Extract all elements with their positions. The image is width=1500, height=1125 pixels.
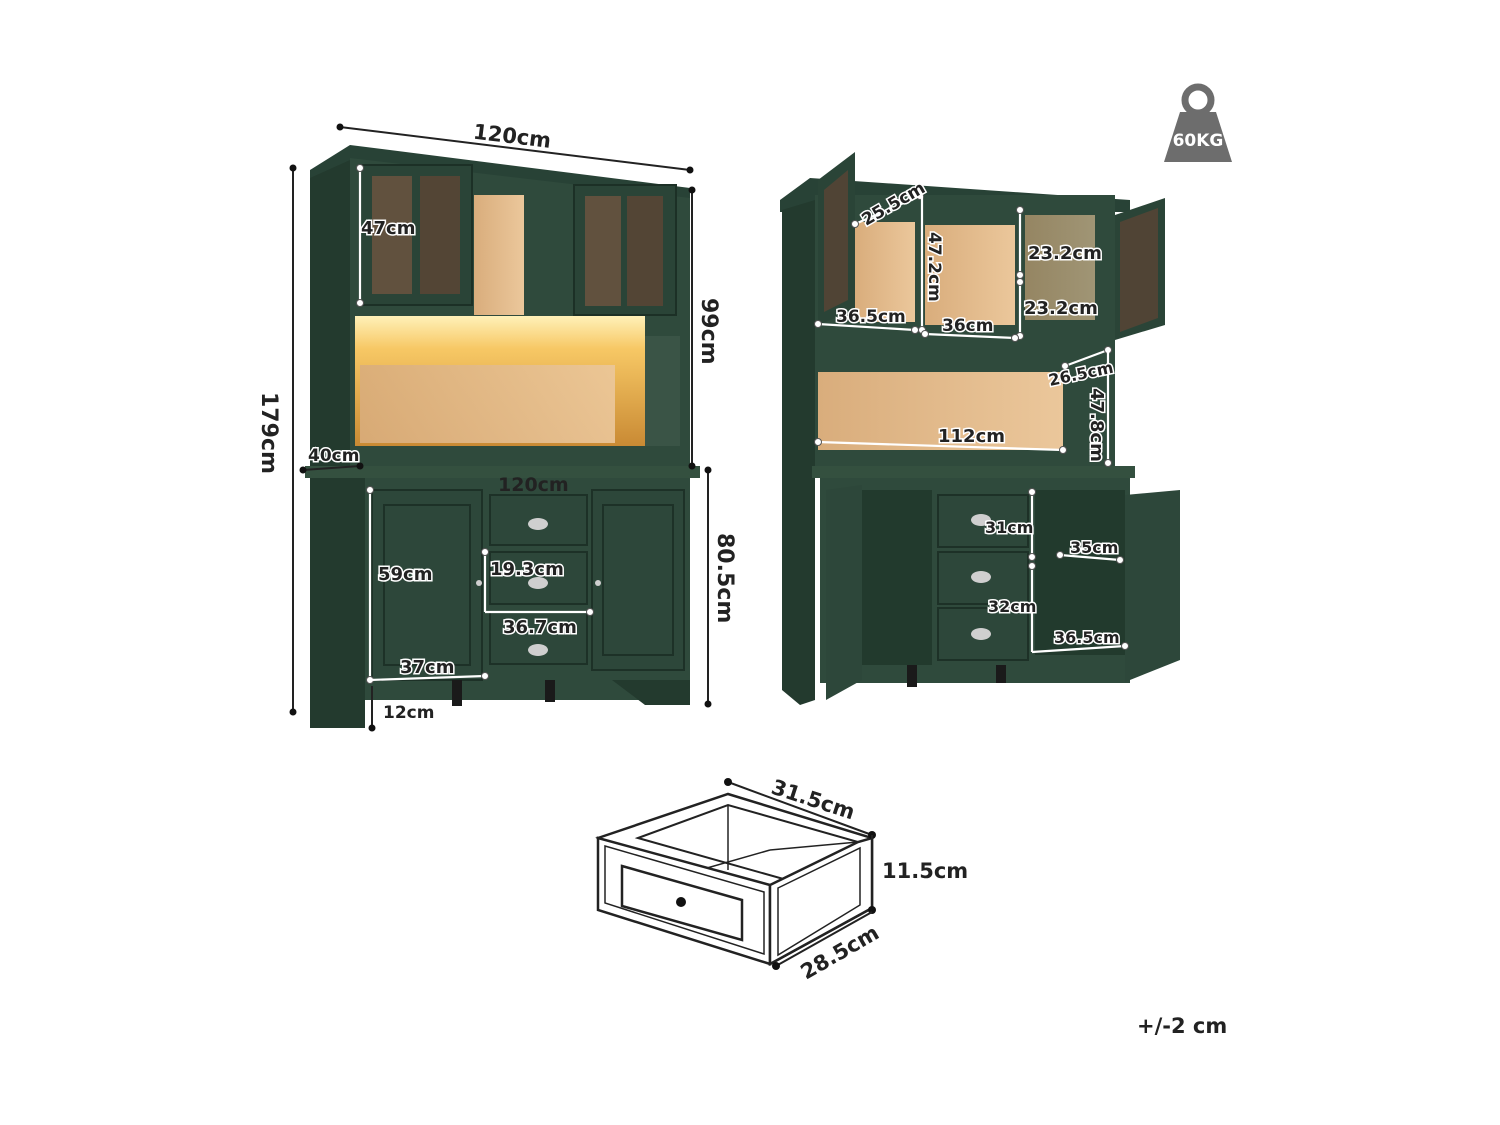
center-wood-panel <box>474 195 524 315</box>
label-shelf-height-a: 23.2cm <box>1028 243 1102 264</box>
drawer-handle-icon <box>971 514 991 526</box>
lower-door-right <box>591 489 685 671</box>
tolerance-note: +/-2 cm <box>1137 1014 1227 1038</box>
door-knob-icon <box>476 580 482 586</box>
label-compartment-height: 47.2cm <box>924 232 944 302</box>
leg <box>545 680 555 702</box>
base-plinth <box>612 680 690 705</box>
door-knob-icon <box>595 580 601 586</box>
drawer-handle-icon <box>528 518 548 530</box>
label-drawer-width: 36.7cm <box>503 617 577 638</box>
drawer-handle-icon <box>528 644 548 656</box>
label-leg-height: 12cm <box>383 703 434 723</box>
side-panel-upper <box>310 160 350 470</box>
drawer-handle-icon <box>971 628 991 640</box>
label-depth: 40cm <box>308 446 359 466</box>
label-drawer-height: 11.5cm <box>882 859 968 883</box>
label-door-width: 37cm <box>400 657 454 678</box>
label-cab-depth: 36.5cm <box>1054 628 1120 647</box>
front-view-cabinet <box>305 145 700 728</box>
label-door-height-top: 47cm <box>361 218 415 239</box>
label-open-width: 112cm <box>938 426 1005 447</box>
drawer-knob-icon <box>676 897 686 907</box>
side-panel <box>782 200 815 705</box>
front-view-dimensions: 120cm 179cm 99cm 80.5cm 40cm 120cm 47cm … <box>256 120 737 732</box>
lower-door-left <box>371 489 483 681</box>
label-top-height: 99cm <box>696 298 721 365</box>
counter-top <box>305 466 700 478</box>
label-bottom-width: 120cm <box>498 474 569 496</box>
weight-label: 60KG <box>1173 131 1224 151</box>
open-door-right <box>1125 490 1180 682</box>
label-door-height-bottom: 59cm <box>378 564 432 585</box>
label-cab-height-top: 31cm <box>985 518 1033 537</box>
leg <box>452 680 462 706</box>
label-cab-width: 35cm <box>1070 538 1118 557</box>
leg <box>907 665 917 687</box>
label-bottom-height: 80.5cm <box>712 533 737 623</box>
drawer-handle-icon <box>528 577 548 589</box>
label-shelf-height-b: 23.2cm <box>1024 298 1098 319</box>
label-cab-height-bottom: 32cm <box>988 597 1036 616</box>
open-view-cabinet <box>780 152 1180 705</box>
label-left-width: 36.5cm <box>836 307 906 327</box>
drawer-1 <box>937 494 1029 548</box>
label-top-width: 120cm <box>472 120 553 153</box>
weight-icon: 60KG <box>1164 83 1232 162</box>
open-door-left <box>826 485 862 700</box>
drawer-diagram: 31.5cm 11.5cm 28.5cm <box>595 775 968 984</box>
label-mid-width: 36cm <box>942 316 993 336</box>
drawer-handle-icon <box>971 571 991 583</box>
label-drawer-height: 19.3cm <box>490 559 564 580</box>
lower-cabinet-side <box>310 478 365 728</box>
counter-top <box>812 466 1135 478</box>
leg <box>996 665 1006 683</box>
label-total-height: 179cm <box>256 392 281 474</box>
label-open-height: 47.8cm <box>1086 388 1107 462</box>
